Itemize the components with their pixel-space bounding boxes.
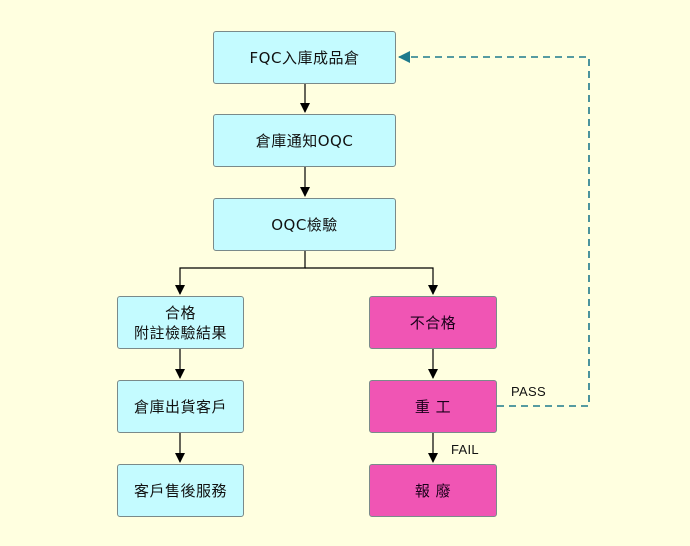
edge-label-pass: PASS xyxy=(511,384,546,399)
arrow-rework-pass-loop xyxy=(398,51,590,407)
node-fail-label: 不合格 xyxy=(409,313,457,332)
node-scrap: 報 廢 xyxy=(369,464,497,517)
node-scrap-label: 報 廢 xyxy=(414,481,452,500)
node-fqc-warehouse-label: FQC入庫成品倉 xyxy=(249,48,360,67)
arrow-oqc-to-fail xyxy=(305,267,438,295)
node-pass-label-line1: 合格 xyxy=(164,303,196,322)
node-pass: 合格 附註檢驗結果 xyxy=(117,296,244,349)
node-warehouse-ship: 倉庫出貨客戶 xyxy=(117,380,244,433)
node-fqc-warehouse: FQC入庫成品倉 xyxy=(213,31,396,84)
node-after-sales: 客戶售後服務 xyxy=(117,464,244,517)
node-after-sales-label: 客戶售後服務 xyxy=(133,481,227,500)
edge-label-fail: FAIL xyxy=(451,442,479,457)
node-rework: 重 工 xyxy=(369,380,497,433)
node-pass-label-line2: 附註檢驗結果 xyxy=(133,323,227,342)
node-warehouse-ship-label: 倉庫出貨客戶 xyxy=(133,397,227,416)
node-notify-oqc-label: 倉庫通知OQC xyxy=(255,131,354,150)
node-oqc-inspect-label: OQC檢驗 xyxy=(271,215,338,234)
node-oqc-inspect: OQC檢驗 xyxy=(213,198,396,251)
node-fail: 不合格 xyxy=(369,296,497,349)
node-notify-oqc: 倉庫通知OQC xyxy=(213,114,396,167)
arrow-oqc-branch xyxy=(175,251,306,295)
node-rework-label: 重 工 xyxy=(414,397,452,416)
